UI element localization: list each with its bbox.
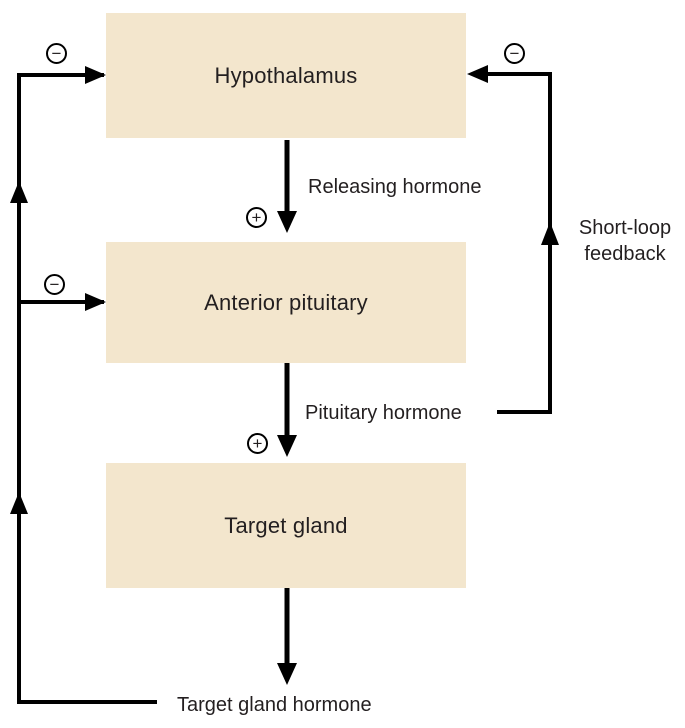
target-gland-box: Target gland	[106, 463, 466, 588]
target-gland-label: Target gland	[224, 512, 348, 538]
pituitary-hormone-arrow	[277, 363, 297, 457]
minus-sign-icon: −	[504, 43, 525, 64]
short-loop-feedback-label: Short-loop feedback	[565, 215, 685, 267]
minus-sign-icon: −	[44, 274, 65, 295]
short-loop-feedback-line2: feedback	[584, 243, 666, 265]
releasing-hormone-label: Releasing hormone	[308, 176, 482, 198]
short-loop-feedback-line1: Short-loop	[578, 217, 672, 239]
anterior-pituitary-box: Anterior pituitary	[106, 242, 466, 363]
hypothalamus-label: Hypothalamus	[214, 62, 358, 88]
plus-sign-icon: +	[247, 433, 268, 454]
plus-sign-icon: +	[246, 207, 267, 228]
target-gland-hormone-label: Target gland hormone	[177, 694, 372, 716]
anterior-pituitary-label: Anterior pituitary	[204, 289, 368, 315]
releasing-hormone-arrow	[277, 140, 297, 233]
target-gland-hormone-arrow	[277, 588, 297, 685]
short-loop-feedback-arrow	[467, 65, 559, 414]
long-loop-feedback-arrow	[10, 66, 157, 704]
minus-sign-icon: −	[46, 43, 67, 64]
pituitary-hormone-label: Pituitary hormone	[305, 402, 462, 424]
hypothalamus-box: Hypothalamus	[106, 13, 466, 138]
